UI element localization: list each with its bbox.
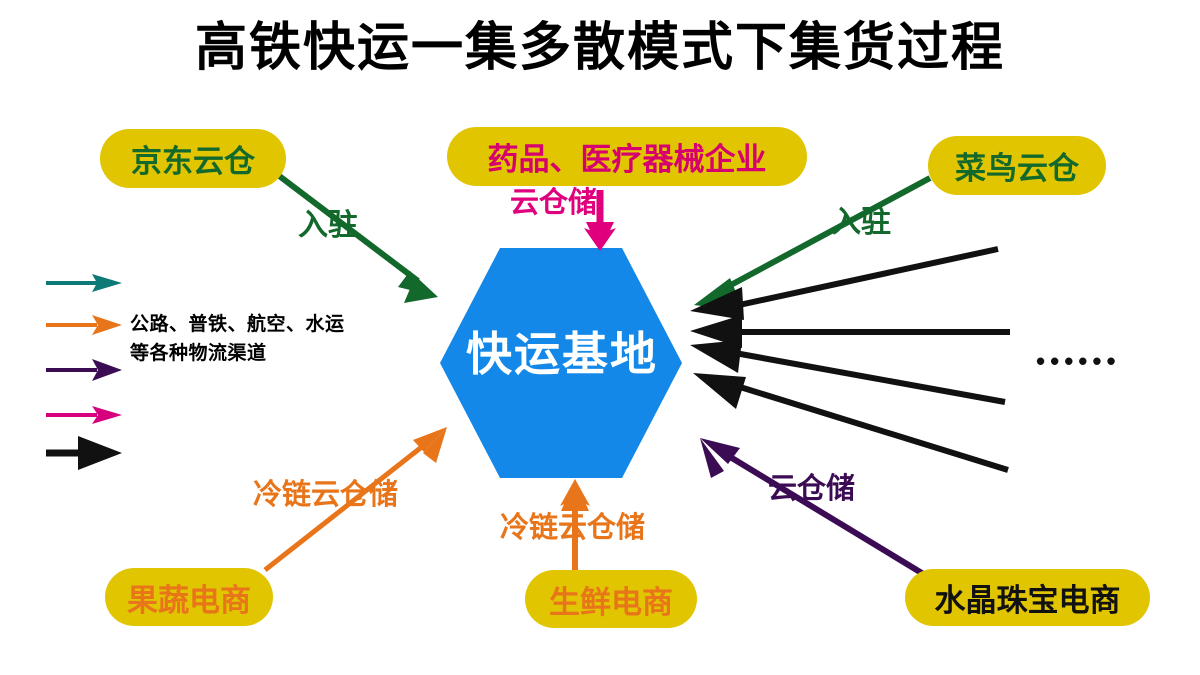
ellipsis-more-sources: ••••••	[1036, 346, 1121, 376]
edge-arrow-pharma	[584, 190, 616, 251]
legend-arrow-orange	[46, 315, 122, 335]
node-label: 菜鸟云仓	[955, 151, 1079, 186]
legend-arrow-magenta	[46, 406, 122, 424]
node-crystal-jewelry-ecommerce[interactable]: 水晶珠宝电商	[905, 569, 1150, 626]
page-title: 高铁快运一集多散模式下集货过程	[194, 19, 1005, 77]
edge-label-fresh-cold-chain-cloud-storage: 冷链云仓储	[500, 512, 646, 544]
node-label: 京东云仓	[131, 144, 255, 179]
legend-arrow-black	[46, 436, 122, 470]
black-inbound-arrow-4	[693, 373, 1009, 473]
hexagon-center-label: 快运基地	[466, 329, 658, 380]
node-label: 生鲜电商	[549, 584, 673, 620]
node-pharma-medical-device-enterprise[interactable]: 药品、医疗器械企业	[447, 127, 807, 186]
edge-arrow-jewel	[700, 438, 927, 578]
edge-label-pharma-cloud-storage: 云仓储	[510, 187, 598, 219]
node-fruit-vegetable-ecommerce[interactable]: 果蔬电商	[105, 568, 273, 626]
black-inbound-arrow-1	[690, 246, 999, 320]
node-cainiao-cloud-warehouse[interactable]: 菜鸟云仓	[928, 136, 1106, 195]
black-inbound-arrow-2	[690, 315, 1010, 348]
node-label: 水晶珠宝电商	[934, 583, 1121, 618]
legend-arrow-purple	[46, 359, 122, 381]
edge-arrow-fresh	[560, 479, 590, 570]
node-label: 果蔬电商	[127, 582, 251, 618]
edge-label-cainiao-entry: 入驻	[831, 206, 891, 239]
edge-arrow-jd	[276, 172, 438, 303]
edge-arrow-fruit	[263, 427, 447, 572]
node-label: 药品、医疗器械企业	[487, 142, 767, 177]
node-fresh-food-ecommerce[interactable]: 生鲜电商	[525, 570, 697, 628]
edge-label-jewel-cloud-storage: 云仓储	[768, 473, 856, 505]
hexagon-freight-base	[440, 248, 682, 478]
black-inbound-arrow-3	[690, 340, 1006, 405]
node-jingdong-cloud-warehouse[interactable]: 京东云仓	[100, 129, 286, 188]
legend-note: 公路、普铁、航空、水运 等各种物流渠道	[130, 314, 345, 365]
edge-label-fruit-cold-chain-cloud-storage: 冷链云仓储	[253, 479, 399, 511]
legend-arrow-teal	[46, 274, 122, 292]
edge-label-jd-entry: 入驻	[298, 209, 358, 242]
